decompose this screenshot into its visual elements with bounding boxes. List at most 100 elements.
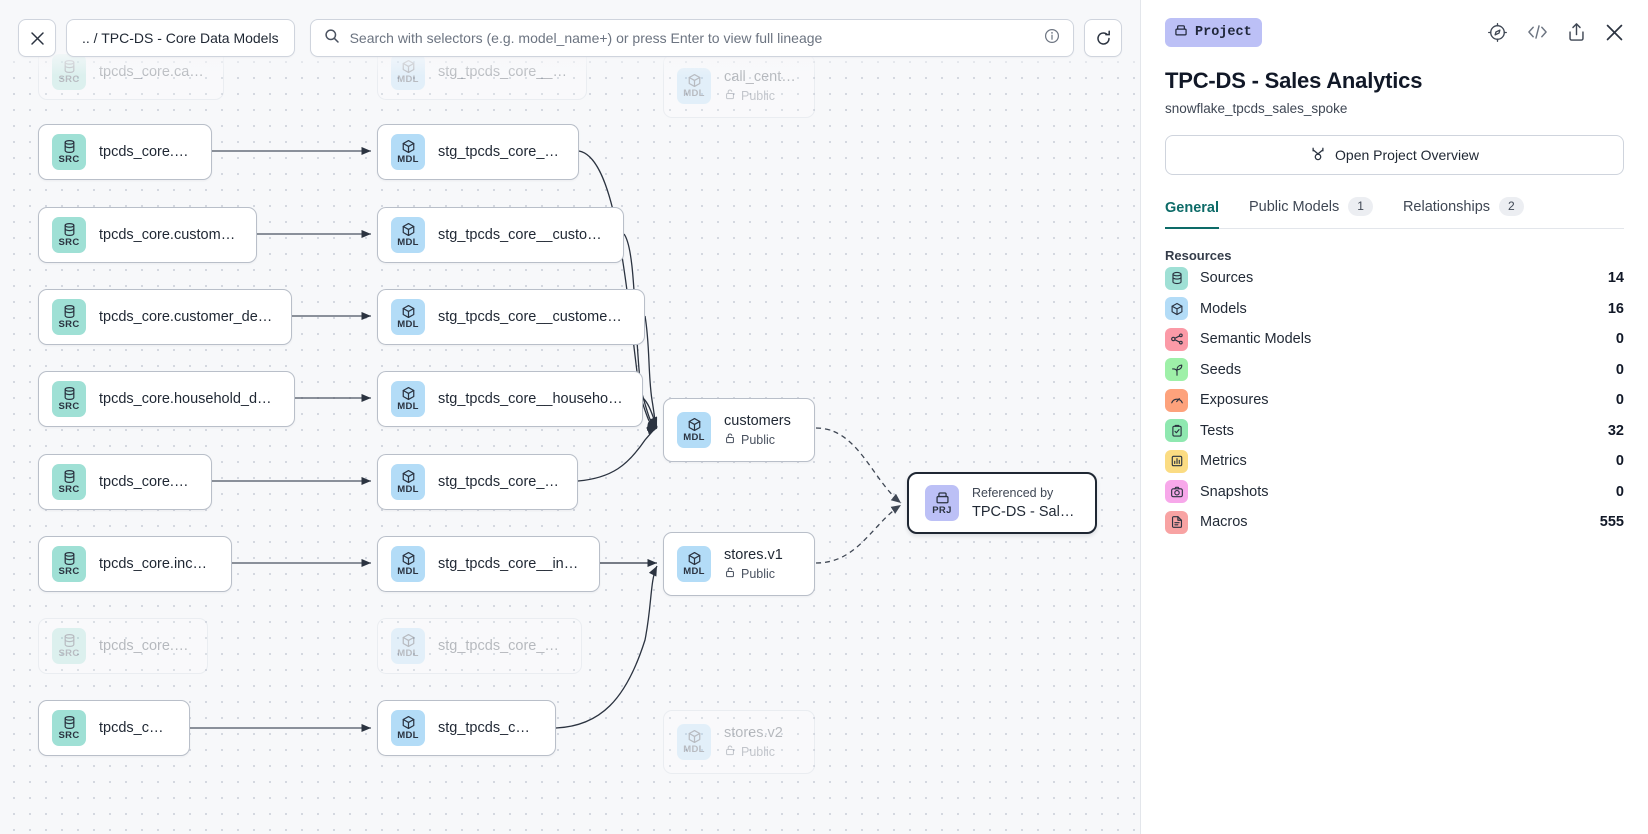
lineage-node-body: tpcds_core.customer_demographics (99, 308, 273, 326)
node-type-label: SRC (58, 319, 80, 330)
lineage-node[interactable]: MDL stg_tpcds_core__customer_demogra… (377, 289, 645, 345)
cube-icon: MDL (677, 412, 711, 448)
database-icon: SRC (52, 217, 86, 253)
cube-icon: MDL (391, 628, 425, 664)
refresh-button[interactable] (1084, 19, 1122, 57)
tab-label: General (1165, 200, 1219, 216)
page-title: TPC-DS - Sales Analytics (1165, 68, 1423, 93)
close-panel-icon[interactable] (1605, 23, 1624, 42)
share-icon[interactable] (1567, 22, 1586, 42)
resource-count: 0 (1615, 392, 1624, 409)
node-type-label: PRJ (932, 505, 952, 516)
lineage-node-label: tpcds_core.customer_address (99, 227, 238, 243)
database-icon: SRC (52, 628, 86, 664)
access-label: Public (741, 566, 776, 581)
resource-name: Semantic Models (1200, 331, 1312, 348)
resource-count: 0 (1615, 483, 1624, 500)
search-bar[interactable] (309, 19, 1074, 57)
access-label: Public (741, 432, 776, 447)
resource-count: 0 (1615, 453, 1624, 470)
lineage-node-body: stg_tpcds_core__store (438, 719, 537, 737)
close-lineage-button[interactable] (18, 19, 56, 57)
info-icon[interactable] (1044, 28, 1060, 49)
lineage-node-body: stg_tpcds_core__customer_demogra… (438, 308, 626, 326)
open-project-overview-button[interactable]: Open Project Overview (1165, 135, 1624, 175)
lineage-node-label: tpcds_core.customer_demographics (99, 309, 273, 325)
project-icon (1174, 23, 1188, 42)
telescope-icon (1310, 146, 1326, 165)
lineage-node[interactable]: SRC tpcds_core.customer_address (38, 207, 257, 263)
resource-row-exposures[interactable]: Exposures 0 (1165, 385, 1624, 416)
lineage-node-label: stores.v2 (724, 725, 783, 741)
cube-icon: MDL (391, 546, 425, 582)
lineage-node-label: tpcds_core.store (99, 720, 171, 736)
node-type-label: MDL (683, 744, 705, 755)
lineage-node[interactable]: SRC tpcds_core.household_demographics (38, 371, 295, 427)
lineage-node[interactable]: SRC tpcds_core.inventory (38, 618, 208, 674)
nodes-icon (1165, 327, 1188, 351)
camera-icon (1165, 480, 1188, 504)
project-node-label: TPC-DS - Sales Analytics (972, 503, 1077, 520)
lineage-canvas[interactable]: SRCtpcds_core.call_centerSRCtpcds_core.c… (0, 0, 1140, 834)
lineage-node[interactable]: SRC tpcds_core.store (38, 700, 190, 756)
lineage-node-body: tpcds_core.customer_address (99, 226, 238, 244)
lineage-node-label: stg_tpcds_core__inventory (438, 638, 563, 654)
resource-count: 555 (1599, 514, 1624, 531)
resource-name: Exposures (1200, 392, 1269, 409)
lineage-node[interactable]: MDL stg_tpcds_core__inventory (377, 618, 582, 674)
lineage-node-access: Public (724, 88, 796, 104)
lineage-node-label: stg_tpcds_core__date_dim (438, 474, 559, 490)
compass-icon[interactable] (1487, 22, 1508, 43)
cube-icon: MDL (677, 546, 711, 582)
node-type-label: MDL (397, 319, 419, 330)
lineage-node[interactable]: SRC tpcds_core.customer_demographics (38, 289, 292, 345)
lineage-node-label: stg_tpcds_core__household_demogr… (438, 391, 624, 407)
resource-name: Sources (1200, 270, 1254, 287)
node-type-label: MDL (397, 566, 419, 577)
node-type-label: SRC (58, 237, 80, 248)
tab-general[interactable]: General (1165, 200, 1219, 229)
node-type-label: MDL (397, 401, 419, 412)
resource-type-pill[interactable]: Project (1165, 17, 1262, 47)
node-type-label: SRC (58, 401, 80, 412)
lineage-node[interactable]: MDL stg_tpcds_core__household_demogr… (377, 371, 643, 427)
lineage-node-label: tpcds_core.inventory (99, 638, 189, 654)
code-icon[interactable] (1527, 23, 1548, 41)
lineage-node-label: customers (724, 413, 791, 429)
search-input[interactable] (349, 30, 1034, 46)
lineage-node-body: stg_tpcds_core__date_dim (438, 473, 559, 491)
file-icon (1165, 510, 1188, 534)
lock-icon (724, 744, 736, 760)
breadcrumb[interactable]: .. / TPC-DS - Core Data Models (66, 19, 295, 57)
lineage-node-body: tpcds_core.inventory (99, 637, 189, 655)
access-label: Public (741, 744, 776, 759)
node-type-label: SRC (58, 730, 80, 741)
lineage-node-label: tpcds_core.household_demographics (99, 391, 276, 407)
database-icon: SRC (52, 546, 86, 582)
node-type-label: SRC (58, 74, 80, 85)
